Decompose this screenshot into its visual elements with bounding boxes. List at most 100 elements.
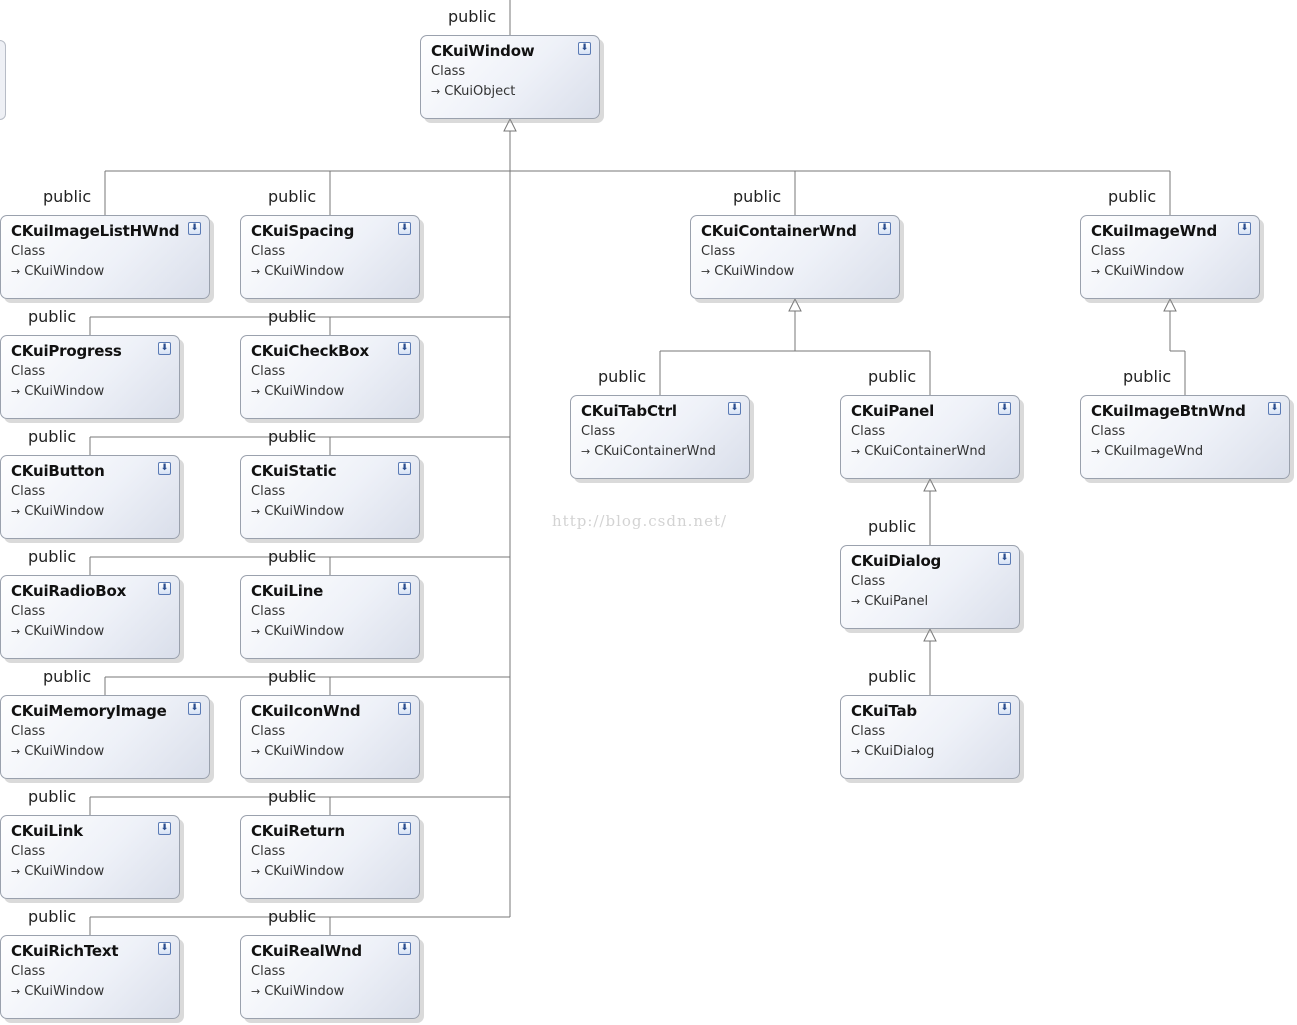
ckui-container-wnd-inheritance-label: public [733, 187, 782, 206]
class-name: CKuiDialog [851, 552, 942, 570]
ckui-rich-text-inheritance-label: public [28, 907, 77, 926]
base-class-name: CKuiWindow [24, 744, 105, 759]
double-chevron-down-icon[interactable]: ⬇ [158, 462, 171, 475]
ckui-window-arrowhead [503, 117, 517, 132]
double-chevron-down-icon[interactable]: ⬇ [398, 342, 411, 355]
base-class-name: CKuiWindow [24, 624, 105, 639]
class-name: CKuiRealWnd [251, 942, 362, 960]
double-chevron-down-icon[interactable]: ⬇ [998, 402, 1011, 415]
base-class-name: CKuiImageWnd [1104, 444, 1204, 459]
class-name: CKuiImageListHWnd [11, 222, 180, 240]
ckui-return-class-box[interactable]: CKuiReturn⬇Class→CKuiWindow [240, 815, 420, 899]
inherits-arrow-icon: → [701, 265, 711, 278]
class-kind: Class [851, 724, 886, 739]
class-name: CKuiTab [851, 702, 917, 720]
ckui-dialog-class-box[interactable]: CKuiDialog⬇Class→CKuiPanel [840, 545, 1020, 629]
base-class-name: CKuiWindow [264, 264, 345, 279]
double-chevron-down-icon[interactable]: ⬇ [398, 702, 411, 715]
class-name: CKuiProgress [11, 342, 122, 360]
double-chevron-down-icon[interactable]: ⬇ [578, 42, 591, 55]
base-class-name: CKuiWindow [264, 864, 345, 879]
ckui-button-class-box[interactable]: CKuiButton⬇Class→CKuiWindow [0, 455, 180, 539]
ckui-rich-text-class-box[interactable]: CKuiRichText⬇Class→CKuiWindow [0, 935, 180, 1019]
base-class-name: CKuiWindow [264, 384, 345, 399]
ckui-tab-class-box[interactable]: CKuiTab⬇Class→CKuiDialog [840, 695, 1020, 779]
double-chevron-down-icon[interactable]: ⬇ [398, 822, 411, 835]
class-name: CKuiIconWnd [251, 702, 361, 720]
ckui-tab-inheritance-label: public [868, 667, 917, 686]
double-chevron-down-icon[interactable]: ⬇ [998, 552, 1011, 565]
class-kind: Class [581, 424, 616, 439]
ckui-progress-class-box[interactable]: CKuiProgress⬇Class→CKuiWindow [0, 335, 180, 419]
double-chevron-down-icon[interactable]: ⬇ [398, 462, 411, 475]
ckui-check-box-inheritance-label: public [268, 307, 317, 326]
inherits-arrow-icon: → [851, 445, 861, 458]
class-kind: Class [701, 244, 736, 259]
class-kind: Class [431, 64, 466, 79]
inherits-arrow-icon: → [11, 385, 21, 398]
ckui-return-inheritance-label: public [268, 787, 317, 806]
double-chevron-down-icon[interactable]: ⬇ [158, 582, 171, 595]
class-name: CKuiLink [11, 822, 83, 840]
ckui-button-inheritance-label: public [28, 427, 77, 446]
double-chevron-down-icon[interactable]: ⬇ [158, 342, 171, 355]
class-name: CKuiCheckBox [251, 342, 369, 360]
double-chevron-down-icon[interactable]: ⬇ [158, 822, 171, 835]
base-class-name: CKuiWindow [24, 984, 105, 999]
ckui-dialog-inheritance-label: public [868, 517, 917, 536]
ckui-real-wnd-class-box[interactable]: CKuiRealWnd⬇Class→CKuiWindow [240, 935, 420, 1019]
double-chevron-down-icon[interactable]: ⬇ [398, 942, 411, 955]
inherits-arrow-icon: → [251, 265, 261, 278]
double-chevron-down-icon[interactable]: ⬇ [728, 402, 741, 415]
ckui-image-list-hwnd-class-box[interactable]: CKuiImageListHWnd⬇Class→CKuiWindow [0, 215, 210, 299]
double-chevron-down-icon[interactable]: ⬇ [188, 702, 201, 715]
double-chevron-down-icon[interactable]: ⬇ [878, 222, 891, 235]
double-chevron-down-icon[interactable]: ⬇ [398, 222, 411, 235]
inherits-arrow-icon: → [1091, 265, 1101, 278]
double-chevron-down-icon[interactable]: ⬇ [1238, 222, 1251, 235]
double-chevron-down-icon[interactable]: ⬇ [158, 942, 171, 955]
double-chevron-down-icon[interactable]: ⬇ [998, 702, 1011, 715]
base-class-name: CKuiContainerWnd [864, 444, 986, 459]
base-class-name: CKuiWindow [264, 624, 345, 639]
ckui-memory-image-class-box[interactable]: CKuiMemoryImage⬇Class→CKuiWindow [0, 695, 210, 779]
ckui-static-inheritance-label: public [268, 427, 317, 446]
class-kind: Class [11, 604, 46, 619]
ckui-real-wnd-inheritance-label: public [268, 907, 317, 926]
class-kind: Class [11, 244, 46, 259]
ckui-tab-ctrl-class-box[interactable]: CKuiTabCtrl⬇Class→CKuiContainerWnd [570, 395, 750, 479]
double-chevron-down-icon[interactable]: ⬇ [1268, 402, 1281, 415]
class-name: CKuiStatic [251, 462, 337, 480]
ckui-icon-wnd-class-box[interactable]: CKuiIconWnd⬇Class→CKuiWindow [240, 695, 420, 779]
ckui-spacing-inheritance-label: public [268, 187, 317, 206]
inherits-arrow-icon: → [851, 595, 861, 608]
ckui-link-inheritance-label: public [28, 787, 77, 806]
base-class-name: CKuiWindow [24, 384, 105, 399]
ckui-link-class-box[interactable]: CKuiLink⬇Class→CKuiWindow [0, 815, 180, 899]
ckui-container-wnd-class-box[interactable]: CKuiContainerWnd⬇Class→CKuiWindow [690, 215, 900, 299]
class-kind: Class [251, 244, 286, 259]
base-class-name: CKuiWindow [24, 504, 105, 519]
ckui-line-class-box[interactable]: CKuiLine⬇Class→CKuiWindow [240, 575, 420, 659]
inherits-arrow-icon: → [11, 865, 21, 878]
inherits-arrow-icon: → [11, 625, 21, 638]
double-chevron-down-icon[interactable]: ⬇ [398, 582, 411, 595]
ckui-static-class-box[interactable]: CKuiStatic⬇Class→CKuiWindow [240, 455, 420, 539]
ckui-window-inheritance-label: public [448, 7, 497, 26]
ckui-radio-box-class-box[interactable]: CKuiRadioBox⬇Class→CKuiWindow [0, 575, 180, 659]
ckui-panel-class-box[interactable]: CKuiPanel⬇Class→CKuiContainerWnd [840, 395, 1020, 479]
inherits-arrow-icon: → [11, 505, 21, 518]
ckui-spacing-class-box[interactable]: CKuiSpacing⬇Class→CKuiWindow [240, 215, 420, 299]
double-chevron-down-icon[interactable]: ⬇ [188, 222, 201, 235]
ckui-image-wnd-inheritance-label: public [1108, 187, 1157, 206]
ckui-check-box-class-box[interactable]: CKuiCheckBox⬇Class→CKuiWindow [240, 335, 420, 419]
ckui-image-wnd-class-box[interactable]: CKuiImageWnd⬇Class→CKuiWindow [1080, 215, 1260, 299]
inherits-arrow-icon: → [11, 745, 21, 758]
ckui-image-btn-wnd-class-box[interactable]: CKuiImageBtnWnd⬇Class→CKuiImageWnd [1080, 395, 1290, 479]
ckui-icon-wnd-inheritance-label: public [268, 667, 317, 686]
ckui-container-wnd-arrowhead [788, 297, 802, 312]
ckui-window-class-box[interactable]: CKuiWindow⬇Class→CKuiObject [420, 35, 600, 119]
class-kind: Class [251, 604, 286, 619]
base-class-name: CKuiPanel [864, 594, 929, 609]
